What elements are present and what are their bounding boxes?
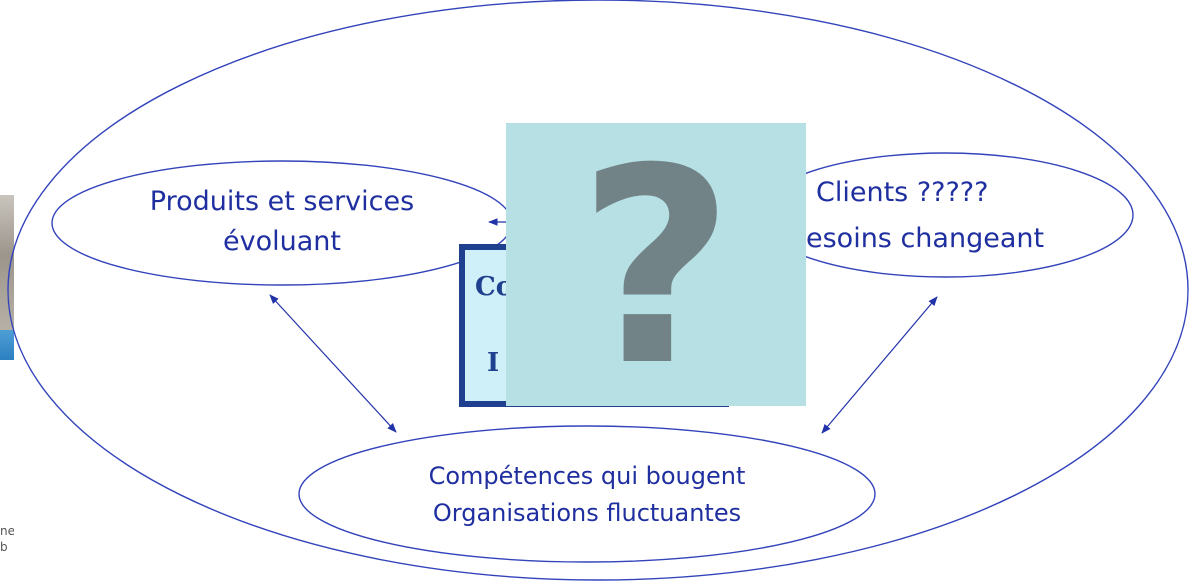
center-box-text-bottom: I	[487, 348, 500, 378]
photo-top	[0, 195, 14, 330]
produits-line1: Produits et services	[149, 186, 415, 217]
produits-line2: évoluant	[223, 226, 341, 257]
outer-ellipse	[7, 0, 1189, 581]
left-text-fragment-2: b	[0, 540, 8, 554]
question-mark-icon: ?	[577, 109, 735, 425]
arrow-produits-competences	[269, 294, 397, 433]
competences-label: Compétences qui bougent Organisations fl…	[377, 458, 797, 532]
clients-label: Clients ????? esoins changeant	[806, 170, 1076, 262]
photo-bottom	[0, 330, 14, 360]
clients-line2: esoins changeant	[806, 223, 1045, 254]
question-overlay: ?	[506, 123, 806, 406]
clients-line1: Clients ?????	[816, 177, 989, 208]
competences-line2: Organisations fluctuantes	[432, 499, 742, 527]
arrow-clients-competences	[821, 296, 938, 434]
left-text-fragment-1: ne	[0, 524, 14, 538]
competences-ellipse	[298, 425, 876, 563]
competences-line1: Compétences qui bougent	[428, 462, 746, 490]
left-photo-fragment	[0, 195, 14, 360]
produits-label: Produits et services évoluant	[102, 182, 462, 262]
